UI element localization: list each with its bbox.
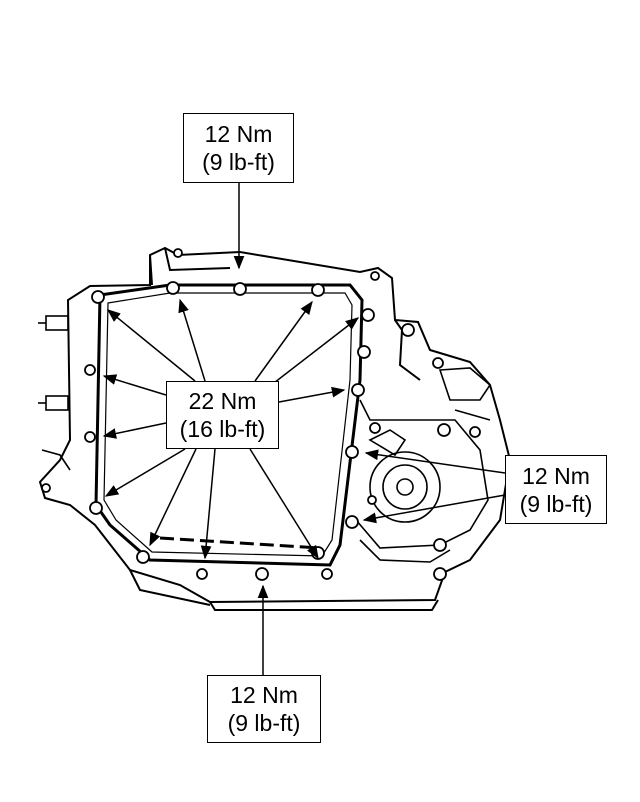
bolt-heads (41, 248, 481, 581)
torque-lbft-label: (9 lb-ft) (227, 710, 301, 736)
torque-nm-label: 12 Nm (230, 682, 298, 708)
torque-lbft-label: (16 lb-ft) (179, 416, 266, 442)
torque-callout-top: 12 Nm (9 lb-ft) (183, 113, 294, 183)
torque-callout-bottom: 12 Nm (9 lb-ft) (207, 675, 321, 743)
fittings (38, 315, 71, 471)
torque-nm-label: 12 Nm (204, 121, 273, 147)
pan-cover (94, 283, 364, 567)
torque-callout-center: 22 Nm (16 lb-ft) (166, 381, 279, 449)
torque-lbft-label: (9 lb-ft) (519, 490, 593, 517)
transmission-case (38, 246, 512, 611)
torque-lbft-label: (9 lb-ft) (202, 149, 275, 175)
torque-callout-right: 12 Nm (9 lb-ft) (505, 455, 607, 524)
torque-nm-label: 12 Nm (522, 462, 590, 489)
leader-lines (102, 183, 506, 675)
torque-nm-label: 22 Nm (188, 388, 257, 414)
bell-housing (355, 367, 492, 563)
